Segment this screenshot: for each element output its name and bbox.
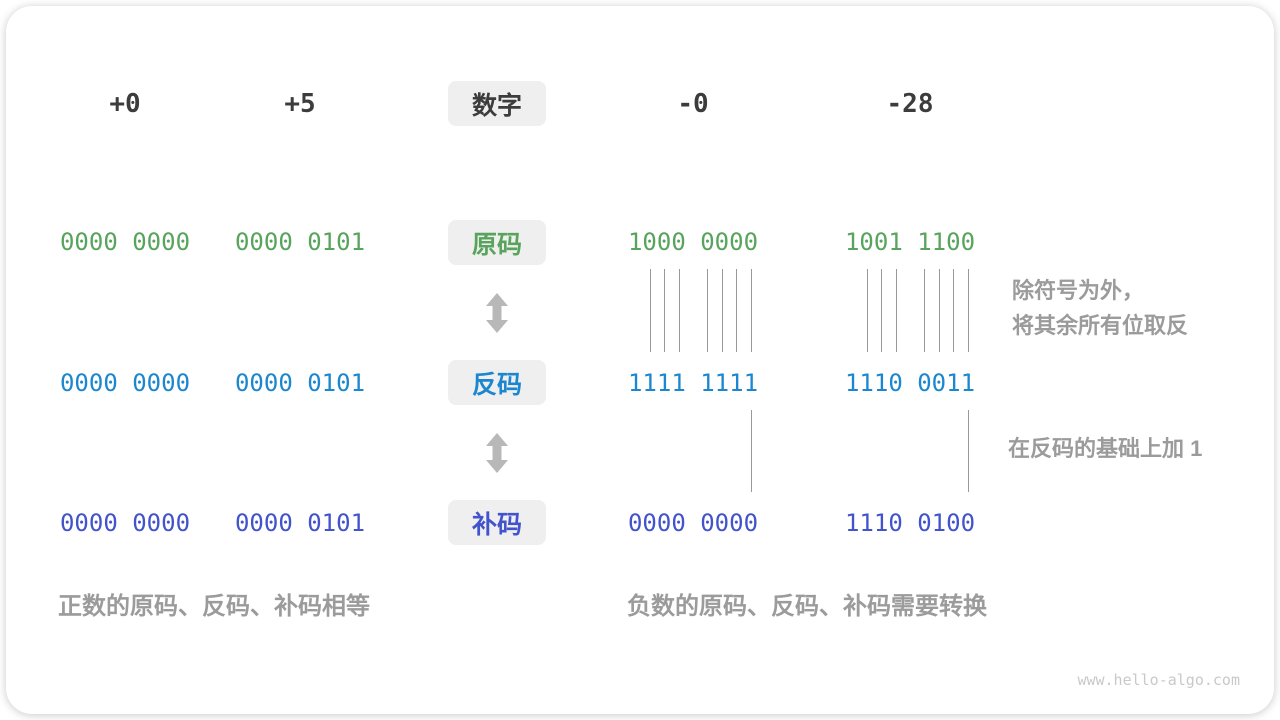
sign-magnitude-box-label: 原码 <box>471 230 522 259</box>
connector-line <box>939 269 940 352</box>
connector-line <box>751 269 752 352</box>
connector-line <box>650 269 651 352</box>
last-bit-connector-line-minus-twentyeight <box>968 410 969 492</box>
ones-complement-box: 反码 <box>448 360 546 405</box>
connector-line <box>707 269 708 352</box>
sign-magnitude-value-col2: 0000 0101 <box>234 228 366 256</box>
last-bit-connector-line-minus-zero <box>751 410 752 492</box>
twos-complement-value-col4: 0000 0000 <box>627 509 759 537</box>
ones-complement-value-col5: 1110 0011 <box>844 369 976 397</box>
annotation-invert-line1: 除符号为外， <box>1012 278 1145 303</box>
connector-line <box>867 269 868 352</box>
twos-complement-value-col1: 0000 0000 <box>59 509 191 537</box>
connector-line <box>722 269 723 352</box>
sign-magnitude-value-col1: 0000 0000 <box>59 228 191 256</box>
twos-complement-box-label: 补码 <box>471 510 522 539</box>
twos-complement-box: 补码 <box>448 500 546 545</box>
ones-complement-box-label: 反码 <box>471 370 522 399</box>
header-box-number: 数字 <box>448 81 546 126</box>
ones-complement-value-col4: 1111 1111 <box>627 369 759 397</box>
twos-complement-value-col2: 0000 0101 <box>234 509 366 537</box>
header-value-minus-zero: -0 <box>677 89 709 119</box>
annotation-invert-line2: 将其余所有位取反 <box>1012 313 1189 338</box>
header-value-plus-five: +5 <box>284 89 316 119</box>
twos-complement-value-col5: 1110 0100 <box>844 509 976 537</box>
connector-line <box>881 269 882 352</box>
caption-positive-numbers: 正数的原码、反码、补码相等 <box>58 593 370 620</box>
connector-line <box>736 269 737 352</box>
diagram-card <box>6 6 1274 714</box>
connector-line <box>679 269 680 352</box>
annotation-add-one: 在反码的基础上加 1 <box>1008 436 1203 461</box>
ones-complement-value-col1: 0000 0000 <box>59 369 191 397</box>
header-value-plus-zero: +0 <box>109 89 141 119</box>
bit-connector-lines-minus-zero <box>623 269 763 352</box>
header-value-minus-twentyeight: -28 <box>886 89 934 119</box>
sign-magnitude-value-col5: 1001 1100 <box>844 228 976 256</box>
sign-magnitude-box: 原码 <box>448 220 546 265</box>
connector-line <box>896 269 897 352</box>
ones-complement-value-col2: 0000 0101 <box>234 369 366 397</box>
header-box-number-label: 数字 <box>471 91 522 120</box>
connector-line <box>664 269 665 352</box>
updown-arrow-icon <box>484 293 510 333</box>
connector-line <box>924 269 925 352</box>
bit-connector-lines-minus-twentyeight <box>840 269 980 352</box>
connector-line <box>968 269 969 352</box>
website-watermark: www.hello-algo.com <box>1077 671 1240 689</box>
updown-arrow-icon <box>484 433 510 473</box>
sign-magnitude-value-col4: 1000 0000 <box>627 228 759 256</box>
connector-line <box>953 269 954 352</box>
caption-negative-numbers: 负数的原码、反码、补码需要转换 <box>627 593 987 620</box>
